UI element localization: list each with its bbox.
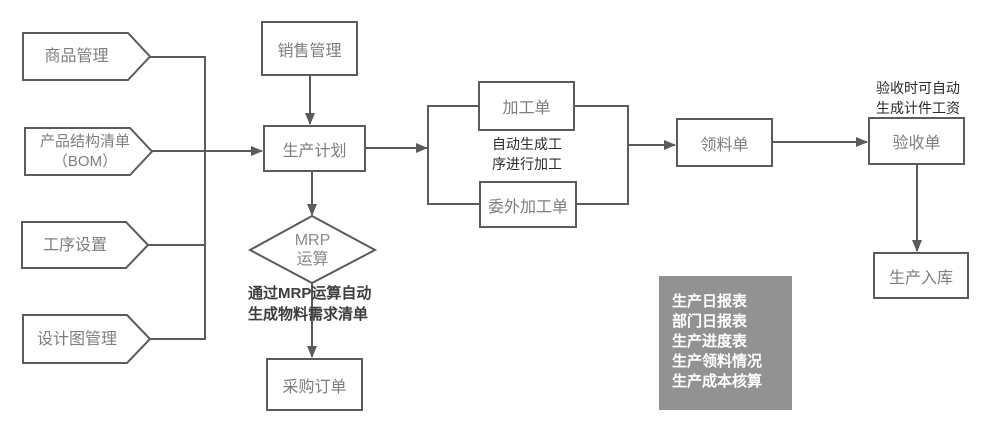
node-label: 生产计划 xyxy=(282,142,347,160)
note-line1: 自动生成工 xyxy=(492,136,562,152)
shape-bom xyxy=(24,127,154,176)
node-acceptance: 验收单 xyxy=(868,117,965,165)
note-auto-process: 自动生成工 序进行加工 xyxy=(462,134,592,174)
report-item: 部门日报表 xyxy=(672,313,748,330)
node-label: 领料单 xyxy=(700,136,749,154)
shape-design-management xyxy=(22,314,152,364)
node-label: 加工单 xyxy=(502,100,551,117)
report-panel: 生产日报表 部门日报表 生产进度表 生产领料情况 生产成本核算 xyxy=(659,276,792,410)
note-line1: 验收时可自动 xyxy=(876,80,960,96)
node-material-requisition: 领料单 xyxy=(676,118,773,167)
node-label: 验收单 xyxy=(892,135,941,152)
note-line2: 序进行加工 xyxy=(492,156,562,172)
node-purchase-order: 采购订单 xyxy=(266,358,363,411)
report-item: 生产领料情况 xyxy=(672,353,763,370)
report-item: 生产日报表 xyxy=(672,293,748,310)
node-work-order: 加工单 xyxy=(478,81,575,131)
report-item: 生产进度表 xyxy=(672,333,748,350)
node-production-stock-in: 生产入库 xyxy=(873,252,969,299)
note-line2: 生成物料需求清单 xyxy=(248,306,369,323)
report-item: 生产成本核算 xyxy=(672,373,763,390)
note-line2: 生成计件工资 xyxy=(876,100,960,116)
node-sales-management: 销售管理 xyxy=(261,21,358,76)
shape-process-setup xyxy=(21,221,150,269)
note-acceptance-wage: 验收时可自动 生成计件工资 xyxy=(853,78,983,118)
node-label: 采购订单 xyxy=(282,378,347,396)
node-outsourcing-order: 委外加工单 xyxy=(479,181,577,228)
shape-mrp-diamond xyxy=(247,214,378,285)
node-label: 生产入库 xyxy=(888,269,953,287)
node-label: 销售管理 xyxy=(277,42,342,60)
shape-goods-management xyxy=(22,32,152,81)
node-production-plan: 生产计划 xyxy=(263,125,366,172)
node-label: 委外加工单 xyxy=(487,198,568,216)
note-mrp-explanation: 通过MRP运算自动 生成物料需求清单 xyxy=(248,283,371,325)
note-line1: 通过MRP运算自动 xyxy=(248,285,372,302)
